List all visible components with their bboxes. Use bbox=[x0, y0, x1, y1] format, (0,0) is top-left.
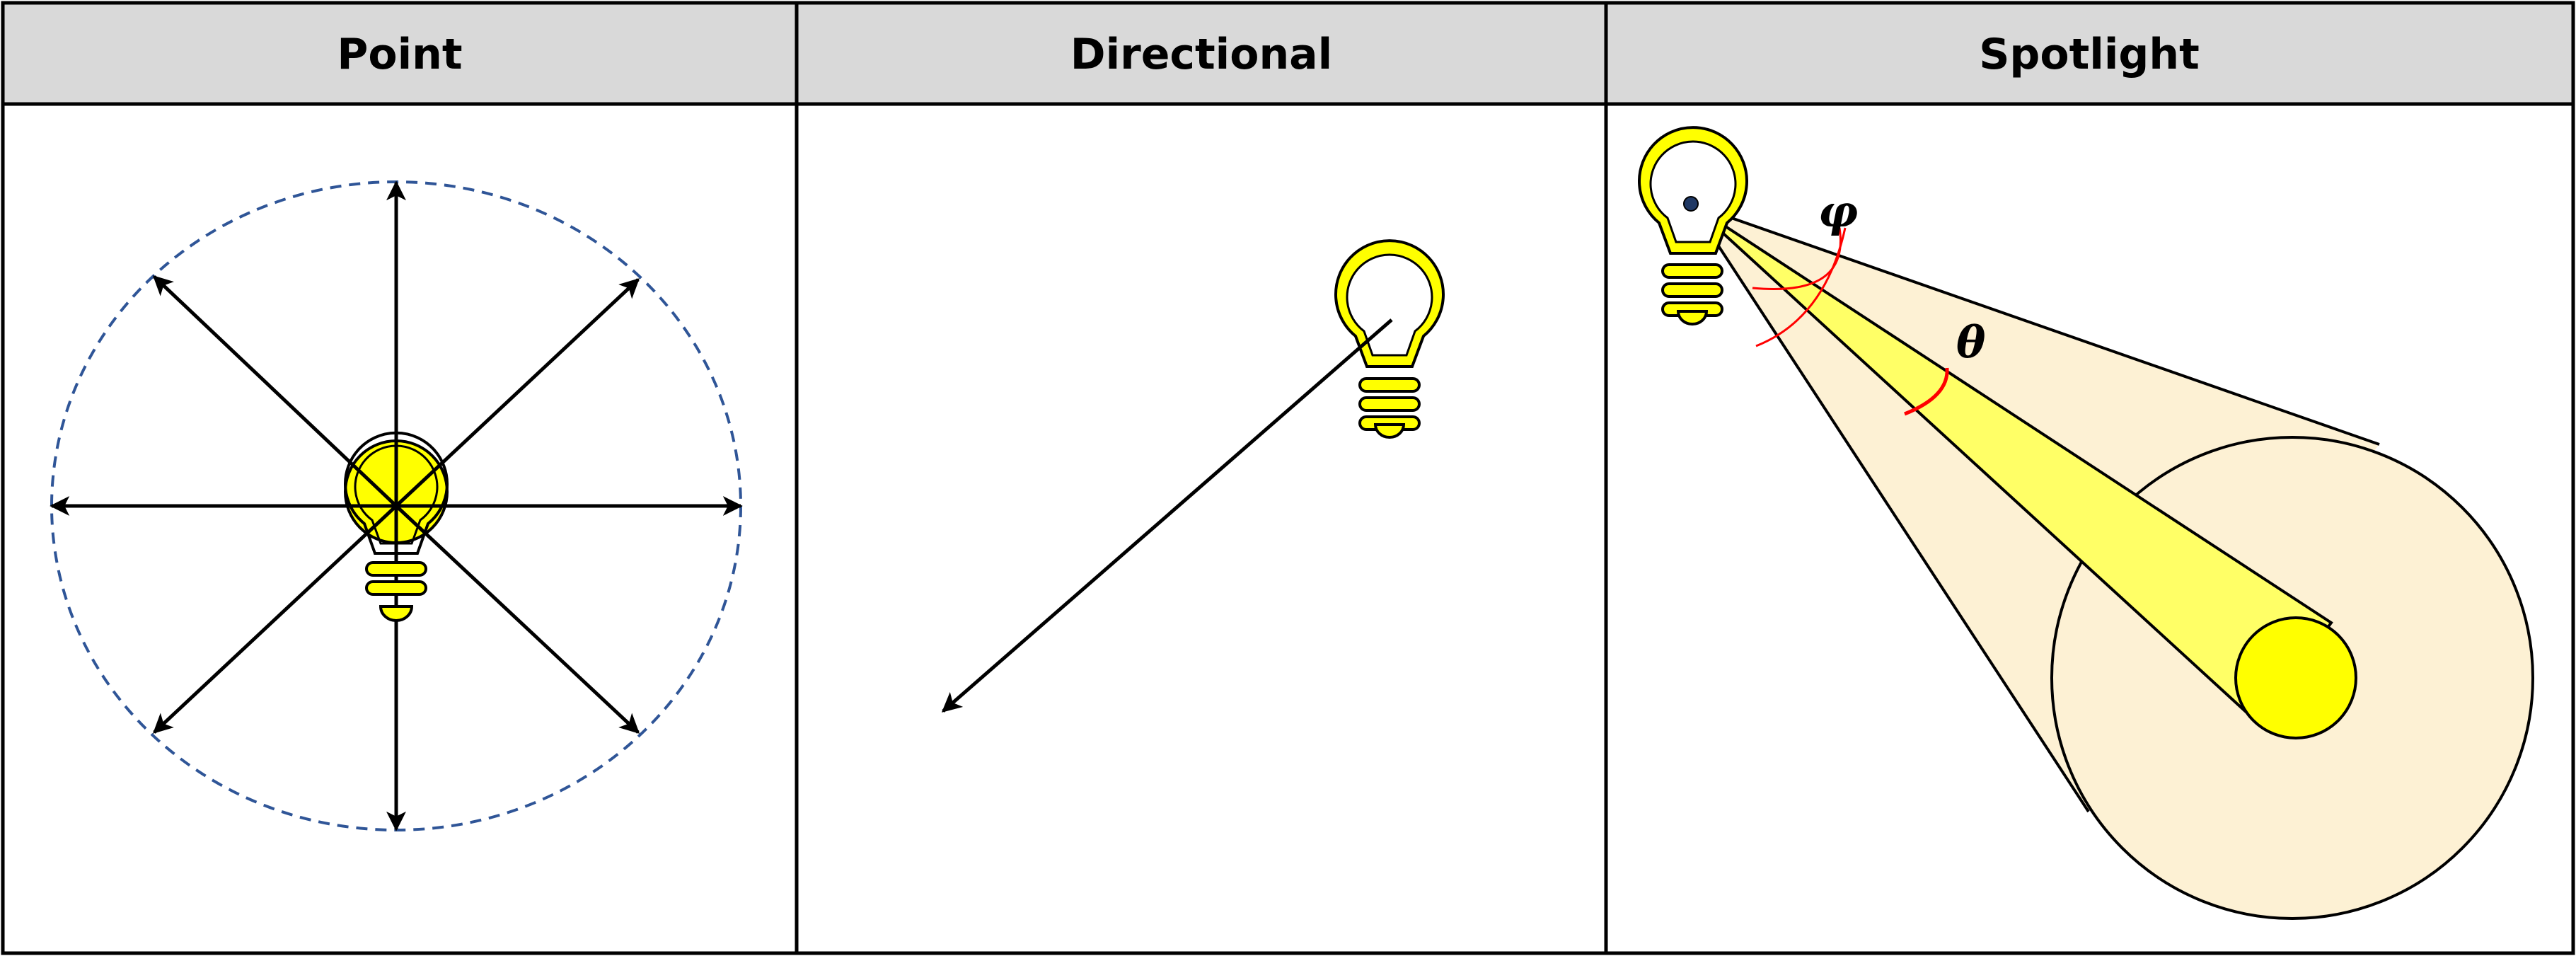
outer-angle-arc-ext bbox=[1755, 227, 1847, 347]
ray-down-left bbox=[152, 505, 398, 734]
lightbulb-icon bbox=[1638, 126, 1748, 326]
spotlight-origin-dot bbox=[1683, 196, 1699, 212]
ray-down-right bbox=[395, 505, 640, 734]
ray-up-right bbox=[395, 278, 640, 507]
header-point: Point bbox=[337, 30, 462, 79]
header-spotlight: Spotlight bbox=[1979, 30, 2200, 79]
inner-angle-label: θ bbox=[1956, 316, 1986, 368]
inner-angle-arc bbox=[1904, 367, 1949, 416]
point-light-diagram bbox=[50, 180, 743, 831]
directional-light-diagram bbox=[941, 239, 1445, 713]
inner-cone-base bbox=[2234, 616, 2357, 739]
header-row-background bbox=[3, 3, 2573, 104]
lightbulb-icon bbox=[344, 431, 449, 622]
direction-arrow bbox=[941, 318, 1393, 713]
header-directional: Directional bbox=[1070, 30, 1332, 79]
outer-cone-edge-top bbox=[1690, 202, 2380, 446]
ray-up-left bbox=[152, 275, 398, 507]
lightbulb-icon bbox=[1334, 239, 1445, 439]
outer-angle-label: φ bbox=[1818, 185, 1858, 237]
outer-cone-edge-bottom bbox=[1690, 202, 2090, 813]
spotlight-diagram: φ θ bbox=[1638, 126, 2534, 920]
